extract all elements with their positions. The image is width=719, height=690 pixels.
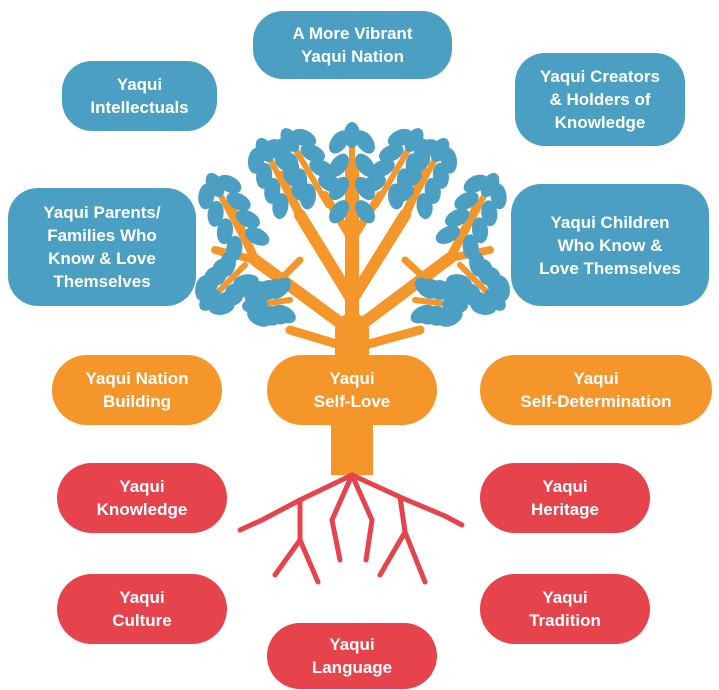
tree-root [237, 517, 265, 533]
node-self-love: Yaqui Self-Love [267, 355, 437, 425]
leaf [244, 281, 267, 303]
leaf [329, 130, 349, 154]
node-culture: Yaqui Culture [57, 574, 227, 644]
leaf [329, 153, 349, 177]
tree-root [442, 513, 465, 528]
tree-branch [348, 252, 456, 336]
leaf [300, 144, 325, 163]
tree-root [259, 497, 303, 523]
leaf [370, 159, 395, 178]
node-intellectuals: Yaqui Intellectuals [62, 61, 217, 131]
leaf [480, 172, 500, 198]
leaf [216, 218, 234, 245]
tree-root [349, 472, 403, 500]
leaf [226, 192, 251, 211]
leaf [355, 130, 375, 154]
leaf [242, 296, 268, 314]
tree-branch [294, 209, 358, 306]
tree-twig [212, 182, 258, 263]
leaf [430, 137, 450, 163]
tree-branch [346, 209, 411, 306]
leaf [309, 159, 334, 178]
tree-twig [447, 182, 493, 261]
leaf [235, 209, 261, 229]
tree-branch [249, 254, 356, 336]
tree-root [329, 472, 355, 523]
node-language: Yaqui Language [267, 623, 437, 689]
leaf [344, 122, 360, 148]
leaf [274, 154, 300, 173]
tree-root [377, 529, 408, 578]
leaf [484, 289, 506, 311]
node-vibrant-nation: A More Vibrant Yaqui Nation [253, 11, 452, 79]
leaf [355, 153, 375, 177]
tree-root [272, 537, 303, 578]
leaf [389, 184, 414, 203]
node-parents: Yaqui Parents/ Families Who Know & Love … [8, 188, 196, 306]
leaf [471, 217, 489, 244]
node-creators: Yaqui Creators & Holders of Knowledge [515, 53, 685, 146]
leaf [442, 296, 468, 314]
tree-leaves [195, 122, 510, 327]
leaf [435, 225, 461, 244]
leaf [283, 169, 308, 188]
leaf [481, 200, 498, 227]
leaf [405, 154, 431, 173]
leaf [361, 174, 386, 193]
node-children: Yaqui Children Who Know & Love Themselve… [511, 184, 709, 306]
tree-roots [237, 472, 465, 585]
tree-root [397, 494, 408, 535]
leaf [199, 289, 221, 311]
tree-root [297, 472, 355, 503]
node-tradition: Yaqui Tradition [480, 574, 650, 644]
tree-trunk [331, 420, 373, 475]
tree-root [297, 537, 321, 585]
leaf [291, 184, 316, 203]
tree-root [397, 494, 448, 519]
leaf [355, 200, 375, 224]
leaf [207, 200, 224, 227]
leaf [318, 174, 343, 193]
leaf [454, 191, 479, 211]
leaf [397, 169, 422, 188]
tree-root [402, 529, 428, 585]
node-nation-building: Yaqui Nation Building [52, 355, 222, 425]
leaf [379, 144, 404, 163]
node-self-determination: Yaqui Self-Determination [480, 355, 712, 425]
tree-branch [360, 325, 425, 350]
leaf [329, 200, 349, 224]
leaf [245, 227, 270, 246]
tree-root [349, 472, 375, 523]
tree-root [329, 517, 343, 563]
leaf [255, 137, 275, 163]
node-knowledge: Yaqui Knowledge [57, 463, 227, 533]
leaf [445, 208, 470, 227]
tree-branch [285, 325, 345, 350]
tree-root [363, 517, 375, 563]
node-heritage: Yaqui Heritage [480, 463, 650, 533]
leaf [205, 172, 225, 198]
leaf [442, 281, 465, 303]
